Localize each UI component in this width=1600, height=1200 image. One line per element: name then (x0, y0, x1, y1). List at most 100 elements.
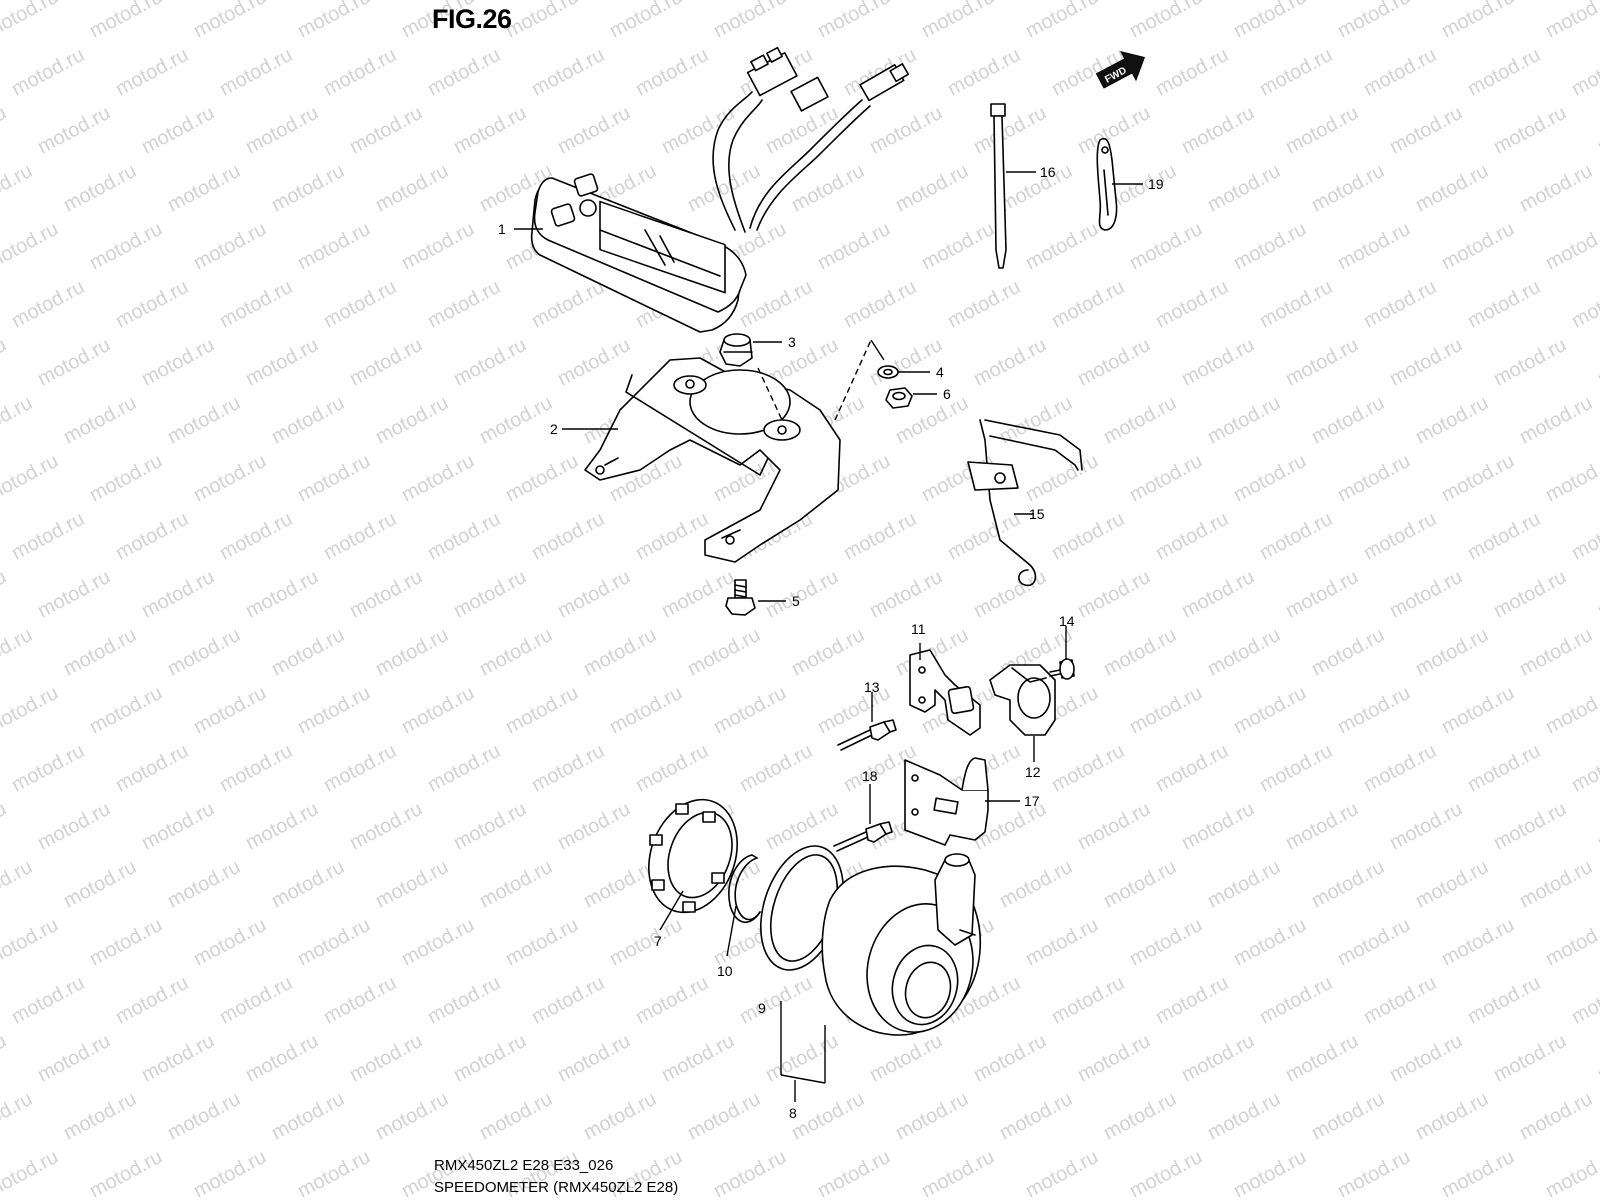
watermark-text: motod.ru (1230, 218, 1310, 274)
watermark-text: motod.ru (424, 276, 504, 332)
part-cable-guide (904, 757, 989, 846)
watermark-text: motod.ru (1230, 1146, 1310, 1200)
watermark-text: motod.ru (736, 740, 816, 796)
callout-12: 12 (1025, 764, 1041, 780)
watermark-text: motod.ru (476, 624, 556, 680)
watermark-text: motod.ru (0, 160, 36, 216)
watermark-text: motod.ru (0, 1088, 36, 1144)
watermark-text: motod.ru (710, 0, 790, 42)
watermark-text: motod.ru (1126, 1146, 1206, 1200)
part-meter-unit (530, 46, 910, 333)
watermark-text: motod.ru (0, 218, 62, 274)
watermark-text: motod.ru (450, 334, 530, 390)
watermark-text: motod.ru (346, 566, 426, 622)
watermark-text: motod.ru (762, 1030, 842, 1086)
watermark-text: motod.ru (216, 972, 296, 1028)
watermark-text: motod.ru (1438, 0, 1518, 42)
watermark-text: motod.ru (294, 0, 374, 42)
watermark-text: motod.ru (840, 276, 920, 332)
watermark-text: motod.ru (0, 798, 10, 854)
callout-6: 6 (943, 386, 951, 402)
watermark-text: motod.ru (112, 740, 192, 796)
watermark-text: motod.ru (138, 102, 218, 158)
part-grommet (719, 333, 753, 367)
watermark-text: motod.ru (866, 1030, 946, 1086)
watermark-text: motod.ru (1256, 508, 1336, 564)
model-code: RMX450ZL2 E28 E33_026 (434, 1157, 614, 1174)
watermark-text: motod.ru (1074, 798, 1154, 854)
watermark-text: motod.ru (1074, 1030, 1154, 1086)
watermark-text: motod.ru (398, 682, 478, 738)
callout-19: 19 (1148, 176, 1164, 192)
watermark-text: motod.ru (1568, 508, 1600, 564)
watermark-text: motod.ru (0, 102, 10, 158)
watermark-text: motod.ru (86, 0, 166, 42)
watermark-text: motod.ru (944, 508, 1024, 564)
watermark-text: motod.ru (372, 1088, 452, 1144)
watermark-text: motod.ru (502, 914, 582, 970)
watermark-text: motod.ru (1074, 334, 1154, 390)
watermark-text: motod.ru (1386, 566, 1466, 622)
watermark-text: motod.ru (528, 740, 608, 796)
watermark-text: motod.ru (1516, 1088, 1596, 1144)
watermark-text: motod.ru (1360, 972, 1440, 1028)
callout-17: 17 (1024, 793, 1040, 809)
watermark-text: motod.ru (138, 334, 218, 390)
watermark-text: motod.ru (398, 914, 478, 970)
watermark-text: motod.ru (1594, 334, 1600, 390)
watermark-text: motod.ru (1386, 798, 1466, 854)
watermark-text: motod.ru (216, 508, 296, 564)
watermark-text: motod.ru (814, 218, 894, 274)
watermark-text: motod.ru (1204, 392, 1284, 448)
watermark-text: motod.ru (606, 0, 686, 42)
watermark-text: motod.ru (320, 44, 400, 100)
watermark-text: motod.ru (762, 798, 842, 854)
watermark-text: motod.ru (554, 798, 634, 854)
watermark-text: motod.ru (866, 102, 946, 158)
watermark-text: motod.ru (502, 0, 582, 42)
part-sensor-housing (821, 853, 982, 1036)
watermark-text: motod.ru (294, 218, 374, 274)
watermark-text: motod.ru (970, 334, 1050, 390)
watermark-text: motod.ru (112, 508, 192, 564)
watermark-text: motod.ru (1542, 450, 1600, 506)
watermark-text: motod.ru (1594, 1030, 1600, 1086)
watermark-text: motod.ru (372, 160, 452, 216)
watermark-text: motod.ru (60, 856, 140, 912)
callout-5: 5 (792, 593, 800, 609)
watermark-text: motod.ru (60, 160, 140, 216)
watermark-text: motod.ru (424, 508, 504, 564)
watermark-text: motod.ru (424, 44, 504, 100)
watermark-text: motod.ru (268, 856, 348, 912)
watermark-text: motod.ru (528, 972, 608, 1028)
watermark-text: motod.ru (996, 160, 1076, 216)
watermark-text: motod.ru (606, 682, 686, 738)
watermark-text: motod.ru (970, 566, 1050, 622)
watermark-text: motod.ru (1464, 972, 1544, 1028)
watermark-text: motod.ru (242, 102, 322, 158)
watermark-text: motod.ru (1438, 218, 1518, 274)
watermark-text: motod.ru (840, 508, 920, 564)
watermark-text: motod.ru (450, 1030, 530, 1086)
watermark-text: motod.ru (1100, 392, 1180, 448)
watermark-text: motod.ru (112, 972, 192, 1028)
watermark-text: motod.ru (0, 450, 62, 506)
watermark-text: motod.ru (1334, 450, 1414, 506)
watermark-text: motod.ru (268, 160, 348, 216)
watermark-text: motod.ru (164, 624, 244, 680)
watermark-text: motod.ru (1178, 334, 1258, 390)
watermark-text: motod.ru (1412, 624, 1492, 680)
watermark-text: motod.ru (268, 1088, 348, 1144)
watermark-text: motod.ru (1542, 0, 1600, 42)
watermark-text: motod.ru (164, 856, 244, 912)
callout-3: 3 (788, 334, 796, 350)
watermark-text: motod.ru (944, 44, 1024, 100)
watermark-text: motod.ru (1308, 1088, 1388, 1144)
watermark-text: motod.ru (1230, 450, 1310, 506)
watermark-text: motod.ru (1074, 102, 1154, 158)
watermark-text: motod.ru (242, 566, 322, 622)
watermark-text: motod.ru (242, 1030, 322, 1086)
watermark-text: motod.ru (1100, 624, 1180, 680)
watermark-text: motod.ru (450, 798, 530, 854)
